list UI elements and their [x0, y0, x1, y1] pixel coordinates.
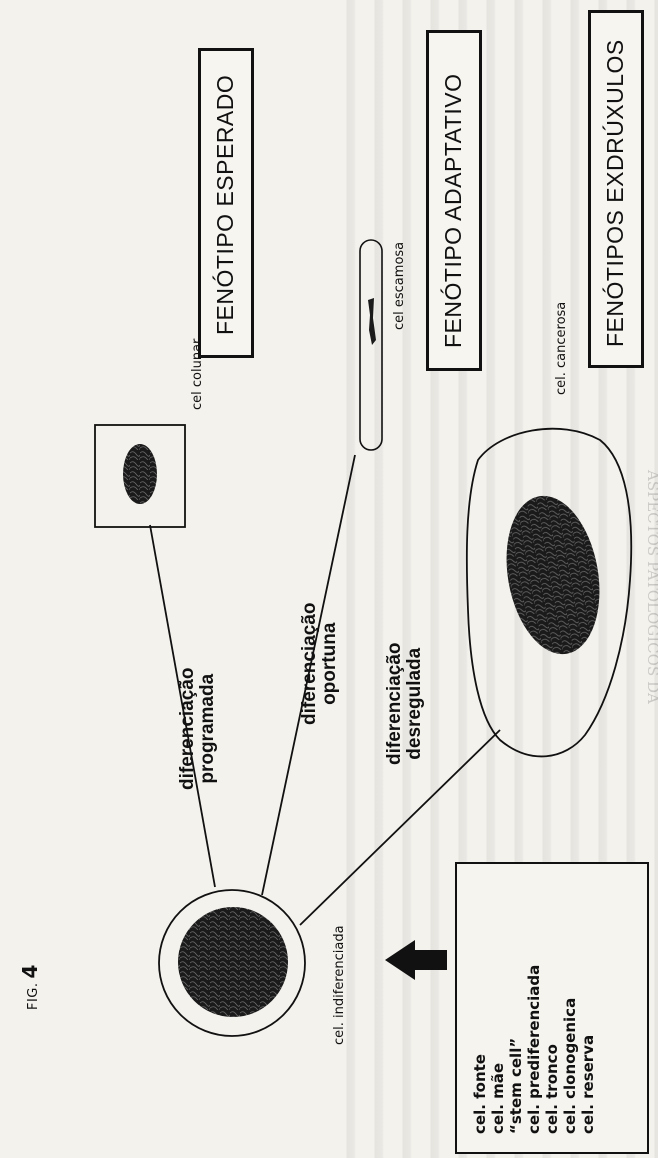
differentiation-deregulated-line1: diferenciação — [385, 643, 405, 766]
phenotype-expected-box: FENÓTIPO ESPERADO — [198, 48, 254, 358]
phenotype-exdruxulos-text: FENÓTIPOS EXDRÚXULOS — [602, 39, 629, 347]
differentiation-deregulated-line2: desregulada — [405, 643, 425, 766]
phenotype-adaptive-box: FENÓTIPO ADAPTATIVO — [426, 30, 482, 371]
left-arrow-icon — [385, 940, 447, 980]
squamous-cell-nucleus — [368, 298, 376, 345]
legend-item: cel. clonogenica — [561, 965, 579, 1134]
phenotype-adaptive-text: FENÓTIPO ADAPTATIVO — [440, 74, 467, 348]
cancer-cell-label: cel. cancerosa — [554, 302, 569, 395]
differentiation-opportune-line1: diferenciação — [300, 603, 320, 726]
legend-item: cel. reserva — [579, 965, 597, 1134]
squamous-cell-outline — [360, 240, 382, 450]
synonyms-legend-box: cel. fonte cel. mãe “stem cell” cel. pre… — [455, 862, 649, 1154]
legend-item: cel. fonte — [471, 965, 489, 1134]
legend-item: cel. mãe — [489, 965, 507, 1134]
differentiation-programmed-line1: diferenciação — [178, 668, 198, 791]
indifferent-cell-nucleus — [178, 907, 288, 1017]
figure-label: FIG. 4 — [18, 964, 42, 1010]
indifferent-cell-label: cel. indiferenciada — [332, 925, 347, 1045]
figure-label-text: FIG. — [26, 982, 41, 1010]
legend-item: cel. tronco — [543, 965, 561, 1134]
legend-item: “stem cell” — [507, 965, 525, 1134]
cancer-cell-nucleus — [495, 488, 611, 661]
differentiation-programmed-line2: programada — [198, 668, 218, 791]
differentiation-opportune-line2: oportuna — [320, 603, 340, 726]
differentiation-opportune-label: diferenciação oportuna — [300, 603, 340, 726]
figure-number: 4 — [18, 964, 42, 978]
synonyms-legend-list: cel. fonte cel. mãe “stem cell” cel. pre… — [471, 965, 597, 1134]
columnar-cell-nucleus — [123, 444, 157, 504]
phenotype-exdruxulos-box: FENÓTIPOS EXDRÚXULOS — [588, 10, 644, 368]
phenotype-expected-text: FENÓTIPO ESPERADO — [212, 75, 239, 335]
differentiation-deregulated-label: diferenciação desregulada — [385, 643, 425, 766]
legend-item: cel. prediferenciada — [525, 965, 543, 1134]
squamous-cell-label: cel escamosa — [392, 242, 407, 330]
differentiation-programmed-label: diferenciação programada — [178, 668, 218, 791]
